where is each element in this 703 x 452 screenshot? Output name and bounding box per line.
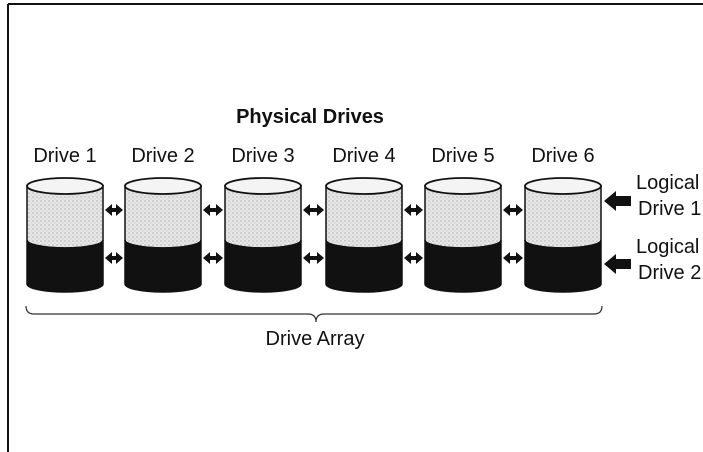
logical-drive-2-line1: Logical: [636, 236, 700, 258]
logical-drive-1-segment: [124, 185, 202, 249]
logical-drive-2-segment: [424, 239, 502, 293]
logical-drive-2-line2: Drive 2: [638, 262, 702, 284]
drive-label-2: Drive 2: [131, 145, 195, 167]
logical-drive-1-segment: [325, 185, 403, 249]
drive-label-5: Drive 5: [431, 145, 495, 167]
logical-drive-2-segment: [325, 239, 403, 293]
double-arrow-icon: [203, 204, 223, 216]
drive-cylinder-2: [124, 177, 202, 293]
cylinder-top: [325, 177, 403, 195]
logical-drive-1-line2: Drive 1: [638, 198, 702, 220]
double-arrow-icon: [503, 252, 523, 264]
cylinder-top: [424, 177, 502, 195]
logical-drive-1-segment: [424, 185, 502, 249]
drive-cylinders: [26, 177, 602, 293]
double-arrow-icon: [105, 204, 123, 216]
double-arrow-icon: [105, 252, 123, 264]
drive-cylinder-3: [224, 177, 302, 293]
logical-drive-1-arrow-icon: [604, 191, 631, 211]
logical-drive-2-segment: [524, 239, 602, 293]
drive-label-3: Drive 3: [231, 145, 295, 167]
double-arrow-icon: [303, 252, 324, 264]
drive-cylinder-5: [424, 177, 502, 293]
logical-drive-1-label: Logical Drive 1: [636, 170, 701, 222]
cylinder-top: [524, 177, 602, 195]
drive-label-6: Drive 6: [531, 145, 595, 167]
double-arrow-icon: [303, 204, 324, 216]
double-arrow-icon: [404, 252, 423, 264]
logical-drive-1-segment: [26, 185, 104, 249]
logical-drive-1-line1: Logical: [636, 172, 700, 194]
logical-drive-2-segment: [124, 239, 202, 293]
logical-drive-1-segment: [524, 185, 602, 249]
cylinder-top: [124, 177, 202, 195]
drive-cylinder-4: [325, 177, 403, 293]
drive-label-4: Drive 4: [332, 145, 396, 167]
double-arrow-icon: [503, 204, 523, 216]
drive-cylinder-1: [26, 177, 104, 293]
logical-drive-2-segment: [26, 239, 104, 293]
logical-drive-2-label: Logical Drive 2: [636, 234, 701, 286]
logical-drive-2-segment: [224, 239, 302, 293]
logical-drive-1-segment: [224, 185, 302, 249]
drive-array-brace: [25, 305, 603, 323]
logical-drive-2-arrow-icon: [604, 254, 631, 274]
cylinder-top: [26, 177, 104, 195]
drive-label-1: Drive 1: [33, 145, 97, 167]
cylinder-top: [224, 177, 302, 195]
double-arrow-icon: [404, 204, 423, 216]
drive-array-label: Drive Array: [265, 328, 365, 350]
drive-connectors: [105, 204, 523, 264]
physical-drives-title: Physical Drives: [236, 106, 384, 128]
drive-cylinder-6: [524, 177, 602, 293]
double-arrow-icon: [203, 252, 223, 264]
